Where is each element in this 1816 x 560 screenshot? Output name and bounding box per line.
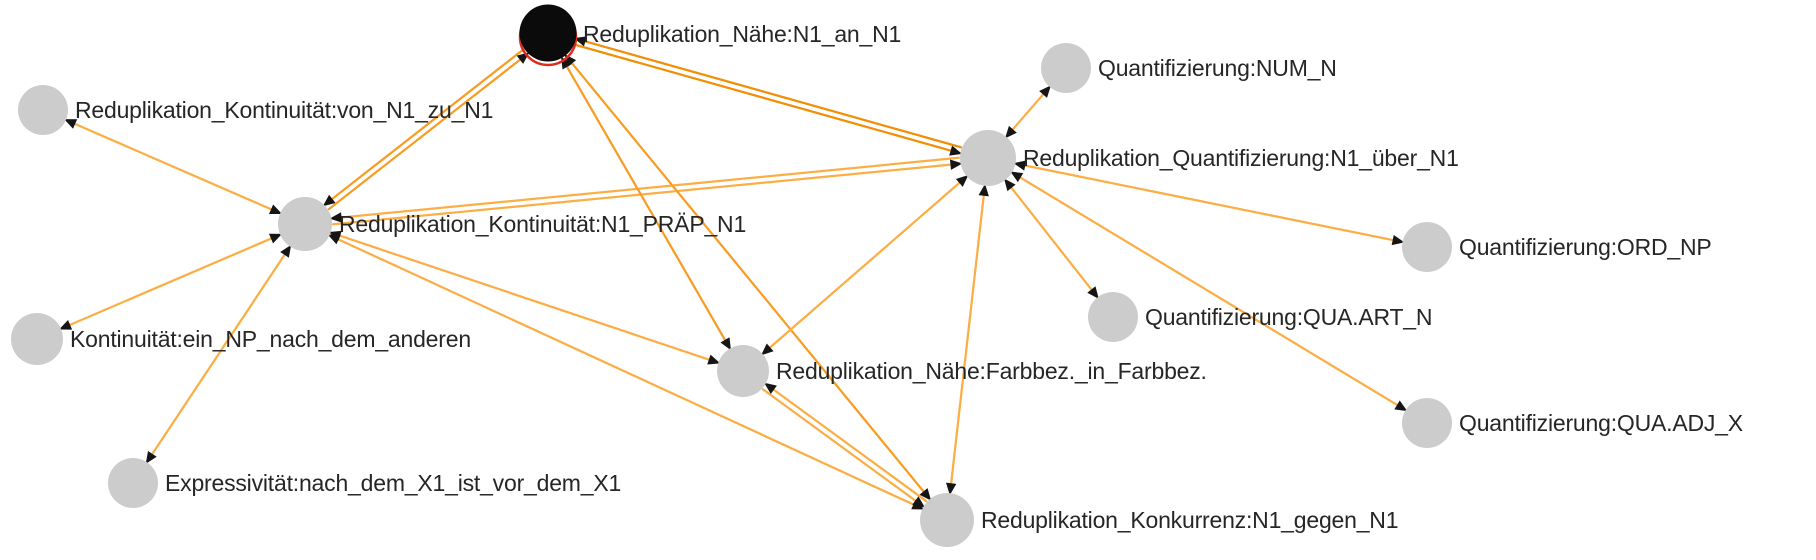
arrowhead-into-n1_praep_n1 xyxy=(327,234,341,245)
edge-n1_ueber_n1-qua_art_n xyxy=(1004,179,1099,298)
edge-nahe_n1_an_n1-farbbez_in_farbbez xyxy=(561,57,731,349)
node-qua_art_n[interactable] xyxy=(1088,292,1138,342)
arrowhead-into-n1_praep_n1 xyxy=(280,244,292,258)
edge-n1_praep_n1-farbbez_in_farbbez xyxy=(330,231,719,364)
arrowhead-into-farbbez_in_farbbez xyxy=(707,354,721,365)
arrowhead-into-num_n xyxy=(1039,85,1051,98)
node-label-n1_praep_n1: Reduplikation_Kontinuität:N1_PRÄP_N1 xyxy=(339,211,746,237)
node-label-num_n: Quantifizierung:NUM_N xyxy=(1098,55,1337,81)
arrowhead-into-expressivitaet xyxy=(145,450,157,464)
edge-n1_praep_n1-ein_np_nach_dem_anderen xyxy=(60,233,281,330)
arrowhead-into-n1_ueber_n1 xyxy=(955,175,969,187)
arrowhead-into-ord_np xyxy=(1391,234,1405,246)
arrowhead-into-qua_adj_x xyxy=(1394,400,1408,412)
node-nahe_n1_an_n1[interactable] xyxy=(519,4,577,62)
node-label-konkurrenz_n1_gegen_n1: Reduplikation_Konkurrenz:N1_gegen_N1 xyxy=(981,507,1398,533)
edge-n1_praep_n1-von_n1_zu_n1 xyxy=(65,119,281,214)
arrowhead-into-von_n1_zu_n1 xyxy=(64,119,78,129)
edge-n1_praep_n1-n1_ueber_n1 xyxy=(332,162,961,226)
node-label-ein_np_nach_dem_anderen: Kontinuität:ein_NP_nach_dem_anderen xyxy=(70,326,471,352)
arrowhead-into-n1_ueber_n1 xyxy=(978,183,989,197)
edge-n1_praep_n1-expressivitaet xyxy=(146,246,291,463)
edge-nahe_n1_an_n1-n1_ueber_n1 xyxy=(573,43,961,155)
node-label-ord_np: Quantifizierung:ORD_NP xyxy=(1459,234,1712,260)
edge-n1_praep_n1-konkurrenz_n1_gegen_n1 xyxy=(329,234,923,510)
node-n1_praep_n1[interactable] xyxy=(278,197,332,251)
arrowhead-into-farbbez_in_farbbez xyxy=(764,382,777,395)
node-num_n[interactable] xyxy=(1041,43,1091,93)
arrowhead-into-n1_ueber_n1 xyxy=(1010,171,1024,183)
node-farbbez_in_farbbez[interactable] xyxy=(717,345,769,397)
arrowhead-into-n1_ueber_n1 xyxy=(949,159,963,170)
arrowhead-into-n1_praep_n1 xyxy=(268,233,283,244)
arrowhead-into-n1_praep_n1 xyxy=(268,204,283,215)
node-konkurrenz_n1_gegen_n1[interactable] xyxy=(920,493,974,547)
edge-n1_ueber_n1-ord_np xyxy=(1015,162,1403,243)
arrowhead-into-n1_ueber_n1 xyxy=(1013,160,1027,171)
arrowhead-into-n1_ueber_n1 xyxy=(1005,125,1017,139)
node-ord_np[interactable] xyxy=(1402,222,1452,272)
node-label-von_n1_zu_n1: Reduplikation_Kontinuität:von_N1_zu_N1 xyxy=(75,97,493,123)
node-label-nahe_n1_an_n1: Reduplikation_Nähe:N1_an_N1 xyxy=(583,21,901,47)
edge-nahe_n1_an_n1-konkurrenz_n1_gegen_n1 xyxy=(565,55,931,500)
node-label-farbbez_in_farbbez: Reduplikation_Nähe:Farbbez._in_Farbbez. xyxy=(776,358,1207,384)
node-label-expressivitaet: Expressivität:nach_dem_X1_ist_vor_dem_X1 xyxy=(165,470,621,496)
node-label-qua_adj_x: Quantifizierung:QUA.ADJ_X xyxy=(1459,410,1743,436)
arrowhead-into-n1_praep_n1 xyxy=(322,194,336,207)
edge-n1_ueber_n1-num_n xyxy=(1005,86,1051,138)
arrowhead-into-n1_ueber_n1 xyxy=(949,145,963,156)
edge-nahe_n1_an_n1-n1_ueber_n1 xyxy=(575,37,963,149)
edge-n1_ueber_n1-farbbez_in_farbbez xyxy=(762,175,968,355)
edge-n1_praep_n1-nahe_n1_an_n1 xyxy=(324,48,525,206)
node-ein_np_nach_dem_anderen[interactable] xyxy=(11,313,63,365)
edge-n1_praep_n1-nahe_n1_an_n1 xyxy=(327,53,529,211)
arrowhead-into-konkurrenz_n1_gegen_n1 xyxy=(912,496,926,508)
arrowhead-into-ein_np_nach_dem_anderen xyxy=(59,320,73,330)
node-expressivitaet[interactable] xyxy=(108,458,158,508)
arrowhead-into-farbbez_in_farbbez xyxy=(761,343,774,356)
arrowhead-into-konkurrenz_n1_gegen_n1 xyxy=(945,482,957,496)
arrowhead-into-n1_ueber_n1 xyxy=(1004,178,1016,192)
arrowhead-into-qua_art_n xyxy=(1087,286,1099,299)
node-label-n1_ueber_n1: Reduplikation_Quantifizierung:N1_über_N1 xyxy=(1023,145,1459,171)
node-von_n1_zu_n1[interactable] xyxy=(18,85,68,135)
arrowhead-into-konkurrenz_n1_gegen_n1 xyxy=(919,488,932,501)
node-qua_adj_x[interactable] xyxy=(1402,398,1452,448)
edge-n1_ueber_n1-konkurrenz_n1_gegen_n1 xyxy=(949,185,986,494)
node-label-qua_art_n: Quantifizierung:QUA.ART_N xyxy=(1145,304,1432,330)
edge-n1_praep_n1-n1_ueber_n1 xyxy=(331,156,960,220)
arrowhead-into-farbbez_in_farbbez xyxy=(720,337,731,351)
edge-farbbez_in_farbbez-konkurrenz_n1_gegen_n1 xyxy=(765,383,928,503)
edge-farbbez_in_farbbez-konkurrenz_n1_gegen_n1 xyxy=(761,388,924,508)
arrowhead-into-n1_praep_n1 xyxy=(329,212,343,223)
edge-n1_ueber_n1-qua_adj_x xyxy=(1011,171,1406,411)
node-n1_ueber_n1[interactable] xyxy=(960,130,1016,186)
